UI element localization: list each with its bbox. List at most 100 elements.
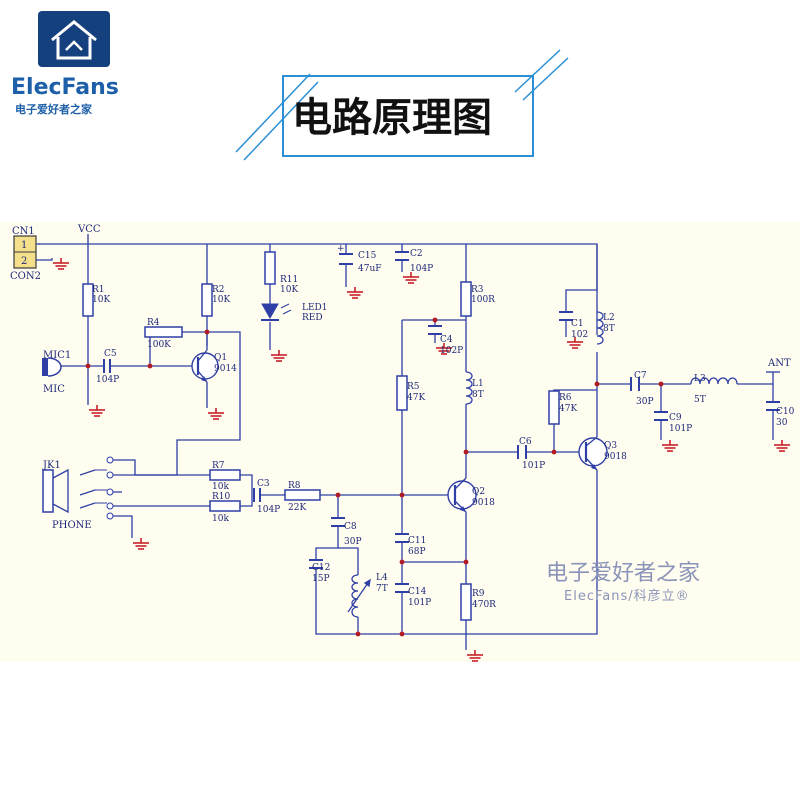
val-r10: 10k	[212, 514, 229, 524]
val-l4: 7T	[376, 584, 388, 594]
connector-pin: 1	[21, 240, 27, 251]
resistor-r9	[460, 583, 472, 621]
resistor-r10	[209, 500, 241, 512]
ref-led1: LED1	[302, 303, 328, 313]
ref-c2: C2	[410, 249, 423, 259]
val-r2: 10K	[212, 295, 230, 305]
ref-c7: C7	[634, 371, 647, 381]
connector-pin: 2	[21, 256, 27, 267]
watermark-line-2: ElecFans/科彦立®	[564, 588, 690, 604]
val-r3: 100R	[471, 295, 495, 305]
val-l3: 5T	[694, 395, 706, 405]
inductors	[347, 311, 738, 618]
resistor-r3	[460, 281, 472, 317]
val-l1: 8T	[472, 390, 484, 400]
ref-c3: C3	[257, 479, 270, 489]
vcc-label: VCC	[77, 224, 101, 235]
val-c14: 101P	[408, 598, 431, 608]
val-c10: 30	[776, 418, 788, 428]
schematic-panel	[0, 222, 800, 662]
val-c12: 15P	[312, 574, 330, 584]
inductor-l3	[690, 377, 738, 385]
jack-ground-wire	[112, 459, 136, 538]
val-c8: 30P	[344, 537, 362, 547]
resistor-r7	[209, 469, 241, 481]
inductor-l2	[596, 311, 604, 345]
title-deco-line	[235, 73, 311, 153]
resistor-r2	[201, 283, 213, 317]
inductor-l4	[351, 574, 359, 618]
val-c1: 102	[571, 330, 588, 340]
ref-r5: R5	[407, 382, 420, 392]
resistor-r1	[82, 283, 94, 317]
watermark-line-1: 电子爱好者之家	[546, 561, 700, 586]
transistor-q3	[578, 436, 608, 471]
ref-r4: R4	[147, 318, 160, 328]
watermark: 电子爱好者之家 ElecFans/科彦立®	[546, 561, 700, 604]
val-r1: 10K	[92, 295, 110, 305]
ref-l4: L4	[376, 573, 388, 583]
val-r8: 22K	[288, 503, 306, 513]
ref-l2: L2	[603, 313, 615, 323]
val-r7: 10k	[212, 482, 229, 492]
title-deco-line	[522, 57, 569, 101]
power-connector: 1 2 CN1 CON2	[10, 226, 53, 282]
component-labels: R1 10K R2 10K R11 10K LED1 RED R4 100K C…	[92, 249, 795, 610]
val-r9: 470R	[472, 600, 496, 610]
ref-c1: C1	[571, 319, 584, 329]
connector-ref: CN1	[12, 226, 35, 237]
ref-r2: R2	[212, 285, 225, 295]
phone-jack: JK1 PHONE	[42, 456, 114, 531]
ref-r9: R9	[472, 589, 485, 599]
ref-r1: R1	[92, 285, 105, 295]
led-red	[261, 303, 292, 321]
inductor-l1	[465, 371, 473, 405]
mic-ref: MIC1	[43, 350, 71, 361]
val-r11: 10K	[280, 285, 298, 295]
polarity-mark: +	[337, 244, 345, 254]
resistor-r8	[284, 489, 321, 501]
capacitors	[103, 251, 780, 593]
val-c5: 104P	[96, 375, 119, 385]
val-l2: 8T	[603, 324, 615, 334]
jack-wire	[112, 474, 253, 507]
val-c3: 104P	[257, 505, 280, 515]
ref-l1: L1	[472, 379, 484, 389]
title-deco-line	[514, 49, 561, 93]
resistors	[82, 251, 560, 621]
tank-wire	[315, 470, 598, 635]
c1-wire	[565, 244, 598, 337]
antenna-label: ANT	[767, 358, 791, 369]
ref-c4: C4	[440, 335, 453, 345]
val-led1: RED	[302, 313, 323, 323]
ref-c15: C15	[358, 251, 377, 261]
val-c11: 68P	[408, 547, 426, 557]
title-frame	[282, 75, 534, 157]
elecfans-logo: ElecFans 电子爱好者之家	[11, 11, 119, 116]
logo-badge	[38, 11, 110, 67]
resistor-r6	[548, 390, 560, 425]
title-banner: 电路原理图	[235, 49, 569, 161]
ref-q2: Q2	[472, 487, 485, 497]
resistor-r11	[264, 251, 276, 285]
resistor-r5	[396, 375, 408, 411]
val-r4: 100K	[147, 340, 171, 350]
transistor-q1	[191, 349, 219, 383]
ref-c14: C14	[408, 587, 427, 597]
title-deco-line	[243, 81, 319, 161]
ref-c11: C11	[408, 536, 426, 546]
jack-label: PHONE	[52, 520, 92, 531]
brand-tagline: 电子爱好者之家	[15, 102, 93, 116]
transistor-q2	[447, 477, 477, 513]
ref-r10: R10	[212, 492, 231, 502]
ref-r3: R3	[471, 285, 484, 295]
mic-label: MIC	[43, 384, 65, 395]
val-q1: 9014	[214, 364, 237, 374]
val-c9: 101P	[669, 424, 692, 434]
ref-r6: R6	[559, 393, 572, 403]
ref-q3: Q3	[604, 441, 617, 451]
val-r5: 47K	[407, 393, 425, 403]
antenna: ANT	[766, 358, 791, 373]
ref-c8: C8	[344, 522, 357, 532]
